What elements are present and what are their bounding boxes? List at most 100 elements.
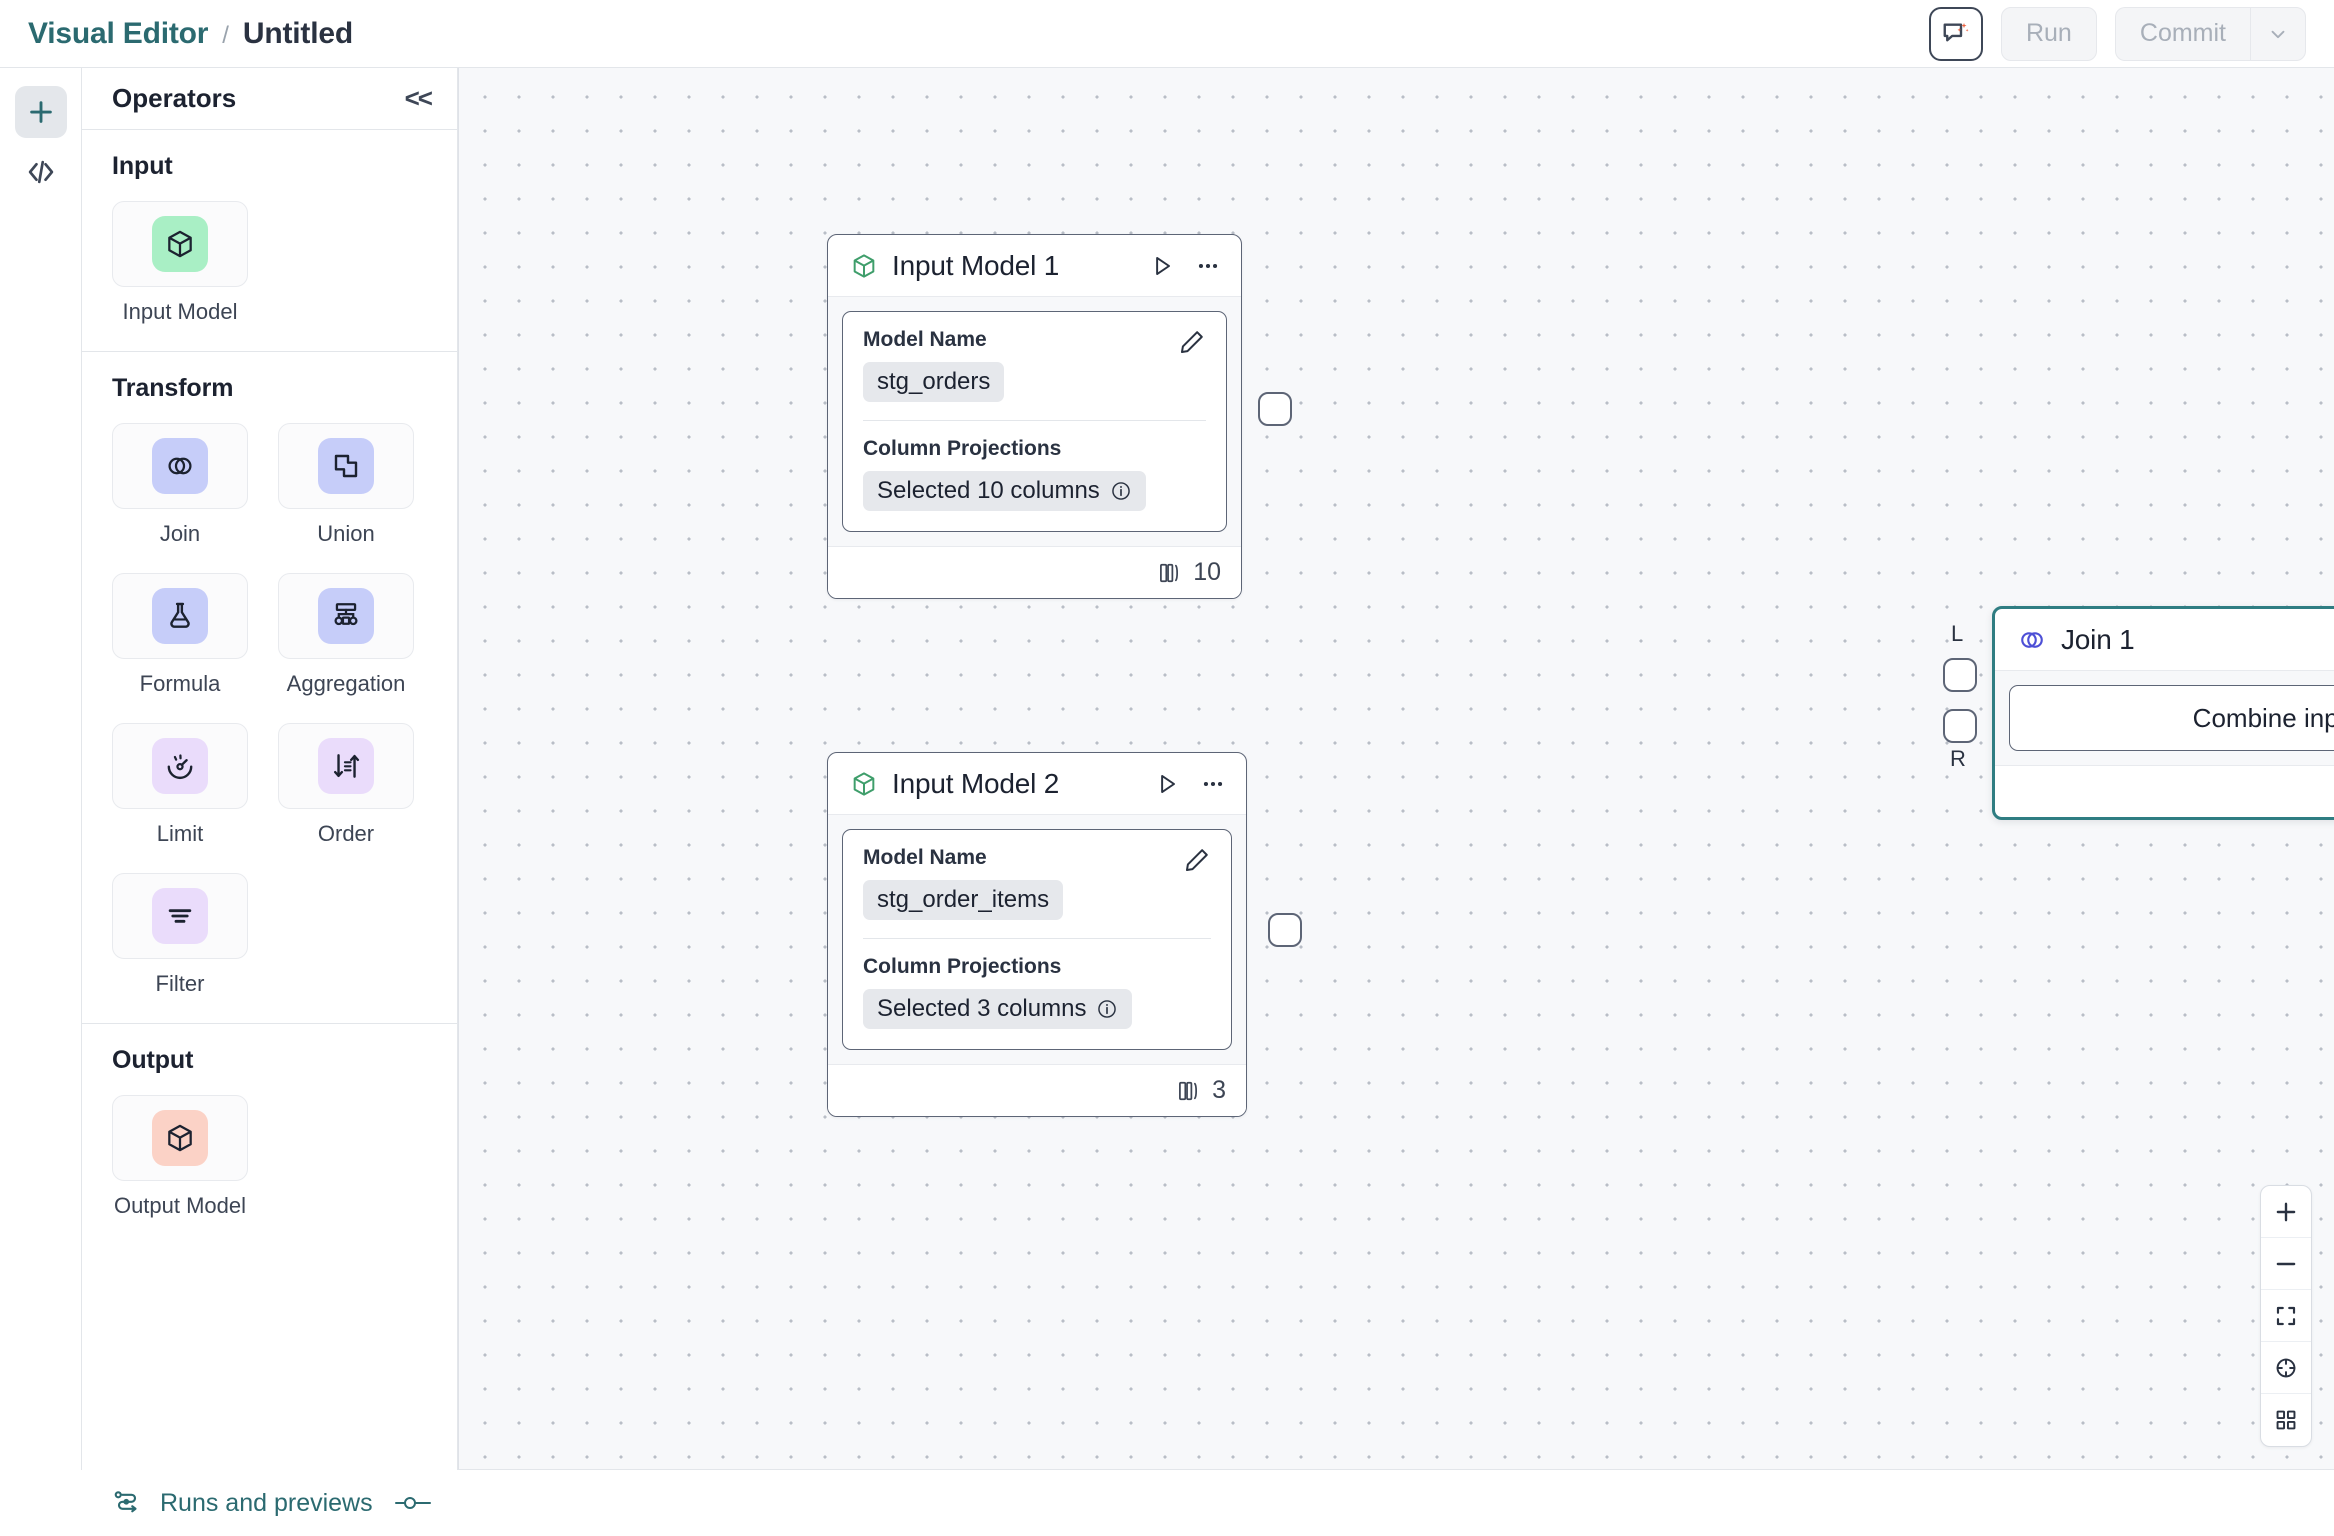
breadcrumb-root-link[interactable]: Visual Editor — [28, 16, 209, 50]
ai-chat-sparkle-icon — [1943, 22, 1969, 41]
crosshair-icon — [2276, 1358, 2296, 1377]
model-name-value[interactable]: stg_order_items — [863, 880, 1064, 920]
toggle-grid-button[interactable] — [2261, 1394, 2311, 1446]
node-output-port[interactable] — [1258, 392, 1292, 426]
section-title-input: Input — [112, 152, 173, 180]
minus-icon — [2276, 1262, 2296, 1265]
node-menu-button[interactable] — [1200, 771, 1226, 797]
ai-chat-button[interactable] — [1928, 6, 1983, 61]
grid-icon — [2276, 1410, 2296, 1430]
columns-icon — [1179, 1081, 1198, 1100]
commit-button-group: Commit — [2114, 6, 2306, 61]
operator-filter[interactable]: Filter — [112, 873, 248, 997]
top-bar: Visual Editor / Untitled Run Commit — [0, 0, 2334, 68]
canvas-wrapper: Input Model 1 — [458, 68, 2334, 1470]
combine-inputs-button[interactable]: Combine inputs — [2009, 685, 2334, 751]
column-projections-value[interactable]: Selected 3 columns — [863, 989, 1133, 1029]
operator-tile[interactable] — [112, 573, 248, 659]
page-title: Untitled — [242, 16, 353, 50]
operator-tile[interactable] — [278, 573, 414, 659]
operator-output-model[interactable]: Output Model — [112, 1095, 248, 1219]
info-icon[interactable] — [1096, 998, 1118, 1020]
operator-label: Union — [317, 521, 375, 546]
operator-limit[interactable]: Limit — [112, 723, 248, 847]
operator-icon-wrap — [318, 588, 374, 644]
operator-order[interactable]: Order — [278, 723, 414, 847]
operator-label: Limit — [156, 821, 204, 846]
divider — [863, 938, 1211, 939]
node-footer: 12 — [1995, 765, 2334, 817]
operator-section-transform: Transform Join — [82, 352, 457, 1024]
hierarchy-icon — [334, 603, 358, 626]
node-header-actions — [1154, 771, 1226, 797]
column-projections-row: Column Projections Selected 10 columns — [863, 437, 1206, 511]
commit-button[interactable]: Commit — [2114, 6, 2250, 61]
node-input-model-2[interactable]: Input Model 2 — [827, 752, 1302, 1117]
divider — [863, 420, 1206, 421]
column-projections-text: Selected 10 columns — [877, 477, 1100, 504]
edge-layer — [459, 68, 759, 218]
node-run-button[interactable] — [1149, 253, 1175, 279]
node-header: Input Model 2 — [828, 753, 1246, 815]
rail-button-add[interactable] — [14, 86, 67, 138]
flask-icon — [170, 602, 190, 628]
cube-icon — [853, 771, 875, 796]
operator-tile[interactable] — [112, 423, 248, 509]
run-button[interactable]: Run — [2000, 6, 2097, 61]
node-input-port-left[interactable] — [1943, 658, 1977, 692]
runs-and-previews-button[interactable]: Runs and previews — [112, 1488, 373, 1518]
runs-and-previews-label: Runs and previews — [160, 1488, 373, 1517]
operator-tile[interactable] — [112, 201, 248, 287]
runs-panel-toggle[interactable] — [393, 1492, 433, 1514]
node-input-port-right[interactable] — [1943, 709, 1977, 743]
commit-dropdown-button[interactable] — [2250, 6, 2306, 61]
operator-tile[interactable] — [112, 873, 248, 959]
node-body: Combine inputs — [1995, 671, 2334, 765]
operator-formula[interactable]: Formula — [112, 573, 248, 697]
operator-join[interactable]: Join — [112, 423, 248, 547]
zoom-in-button[interactable] — [2261, 1186, 2311, 1238]
operator-aggregation[interactable]: Aggregation — [278, 573, 414, 697]
operator-tile[interactable] — [112, 1095, 248, 1181]
operators-panel-title: Operators — [112, 83, 237, 113]
cube-icon — [168, 1124, 192, 1152]
canvas-zoom-controls — [2260, 1185, 2312, 1447]
operator-tile[interactable] — [278, 423, 414, 509]
model-name-value[interactable]: stg_orders — [863, 362, 1005, 402]
operator-input-model[interactable]: Input Model — [112, 201, 248, 325]
operator-tile[interactable] — [278, 723, 414, 809]
operator-label: Filter — [155, 971, 205, 996]
operator-icon-wrap — [318, 438, 374, 494]
model-name-row: Model Name stg_orders — [863, 328, 1206, 402]
column-projections-label: Column Projections — [863, 437, 1062, 460]
operators-panel-header: Operators << — [82, 68, 457, 130]
node-body: Model Name stg_order_items Column — [828, 815, 1246, 1064]
node-input-model-1[interactable]: Input Model 1 — [827, 234, 1292, 599]
node-output-port[interactable] — [1268, 913, 1302, 947]
play-icon — [1161, 774, 1176, 793]
node-menu-button[interactable] — [1195, 253, 1221, 279]
breadcrumb-separator: / — [222, 21, 229, 49]
operator-union[interactable]: Union — [278, 423, 414, 547]
node-title: Input Model 2 — [892, 767, 1060, 799]
operator-icon-wrap — [152, 588, 208, 644]
node-column-count: 3 — [1212, 1076, 1226, 1104]
info-icon[interactable] — [1110, 480, 1132, 502]
rail-button-code[interactable] — [15, 146, 67, 198]
operator-tile[interactable] — [112, 723, 248, 809]
operator-label: Join — [159, 521, 201, 546]
flow-canvas[interactable]: Input Model 1 — [458, 68, 2334, 1470]
node-join-1[interactable]: Join 1 — [1943, 606, 2334, 820]
collapse-panel-button[interactable]: << — [404, 83, 433, 113]
node-run-button[interactable] — [1154, 771, 1180, 797]
play-icon — [1156, 256, 1171, 275]
edit-model-button[interactable] — [1183, 846, 1211, 874]
model-name-label: Model Name — [863, 328, 987, 351]
zoom-out-button[interactable] — [2261, 1238, 2311, 1290]
column-projections-value[interactable]: Selected 10 columns — [863, 471, 1146, 511]
port-label-right: R — [1950, 746, 1966, 771]
fit-view-button[interactable] — [2261, 1290, 2311, 1342]
edit-model-button[interactable] — [1178, 328, 1206, 356]
operator-section-output: Output Output Model — [82, 1024, 457, 1245]
center-view-button[interactable] — [2261, 1342, 2311, 1394]
